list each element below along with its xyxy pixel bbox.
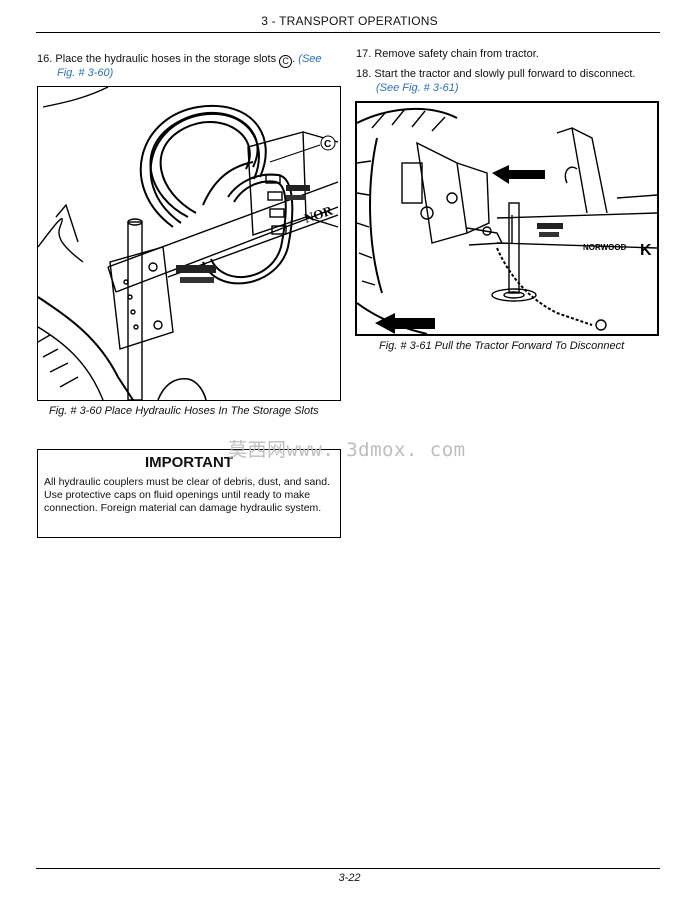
footer-rule (36, 868, 660, 869)
arrow-left-icon (375, 313, 435, 334)
arrow-left-icon (492, 165, 545, 184)
figure-3-60-callout-c: C (324, 139, 331, 150)
hydraulic-hoses-illustration: NOR C (38, 87, 339, 400)
tractor-disconnect-illustration: NORWOOD K (357, 108, 657, 334)
important-title: IMPORTANT (144, 454, 234, 471)
step-18-ref-link[interactable]: (See Fig. # 3-61) (376, 82, 459, 94)
callout-c-symbol: C (279, 55, 293, 68)
watermark: 莫西网www. 3dmox. com (228, 439, 466, 461)
step-16-text: Place the hydraulic hoses in the storage… (55, 53, 277, 65)
step-17-number: 17. (356, 48, 372, 60)
step-18-number: 18. (356, 68, 372, 80)
step-17-text: Remove safety chain from tractor. (374, 48, 539, 60)
figure-3-61-brand: NORWOOD (583, 243, 627, 252)
step-16-ref-link-cont[interactable]: Fig. # 3-60) (57, 67, 114, 79)
important-notice: IMPORTANT All hydraulic couplers must be… (37, 449, 341, 538)
figure-3-60-caption: Fig. # 3-60 Place Hydraulic Hoses In The… (49, 405, 319, 417)
step-18: 18. Start the tractor and slowly pull fo… (356, 67, 662, 81)
important-body: All hydraulic couplers must be clear of … (44, 476, 330, 514)
figure-3-61-brand-tail: K (640, 242, 652, 259)
figure-3-61-caption: Fig. # 3-61 Pull the Tractor Forward To … (379, 340, 625, 352)
step-16: 16. Place the hydraulic hoses in the sto… (37, 53, 322, 68)
page-number: 3-22 (338, 872, 361, 884)
step-17: 17. Remove safety chain from tractor. (356, 47, 661, 61)
figure-3-61: NORWOOD K (355, 101, 659, 336)
step-16-ref-link[interactable]: (See (298, 53, 322, 65)
step-18-text: Start the tractor and slowly pull forwar… (374, 68, 636, 80)
figure-3-60: NOR C (37, 86, 341, 401)
page-header-title: 3 - TRANSPORT OPERATIONS (261, 14, 438, 28)
header-rule (36, 32, 660, 33)
step-16-number: 16. (37, 53, 53, 65)
